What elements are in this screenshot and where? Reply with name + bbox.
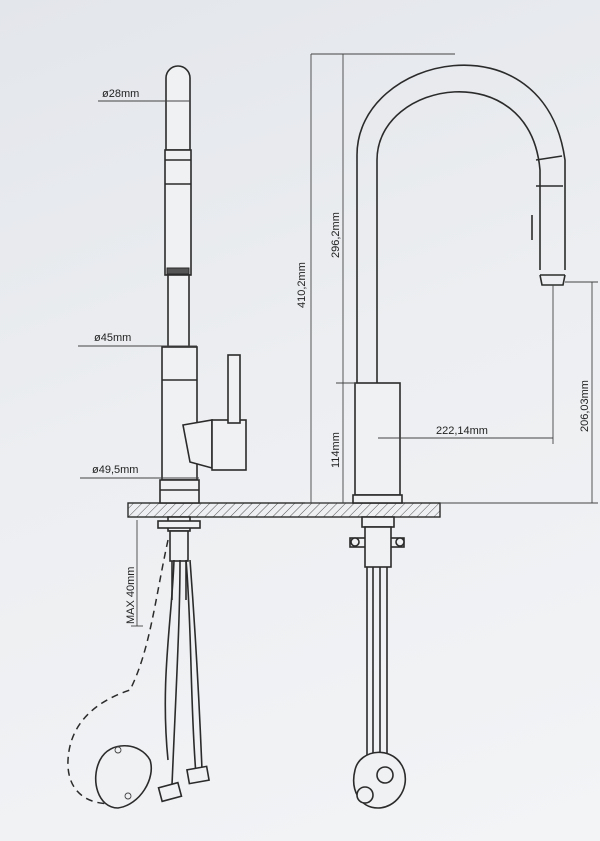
spout-clearance-label: 206,03mm [579,380,591,432]
total-height-label: 410,2mm [296,262,308,308]
dim-reach: 222,14mm [378,285,554,444]
dim-base-diameter: ø49,5mm [80,464,199,479]
dim-spout-clearance: 206,03mm [440,281,598,504]
dim-body-height: 114mm [330,383,344,503]
body-height-label: 114mm [330,432,342,468]
dim-spout-diameter: ø28mm [98,88,190,102]
dim-total-height: 410,2mm [296,53,455,504]
side-view-faucet [67,65,247,809]
spout-height-label: 296,2mm [330,212,342,258]
reach-label: 222,14mm [436,425,488,437]
dim-body-diameter: ø45mm [78,332,197,347]
front-view-faucet [349,64,566,809]
dim-spout-height: 296,2mm [330,54,356,384]
base-diameter-label: ø49,5mm [92,464,138,476]
countertop [127,502,441,518]
dim-max-deck: MAX 40mm [125,520,143,627]
spout-diameter-label: ø28mm [102,88,139,100]
max-deck-label: MAX 40mm [125,567,137,624]
body-diameter-label: ø45mm [94,332,131,344]
